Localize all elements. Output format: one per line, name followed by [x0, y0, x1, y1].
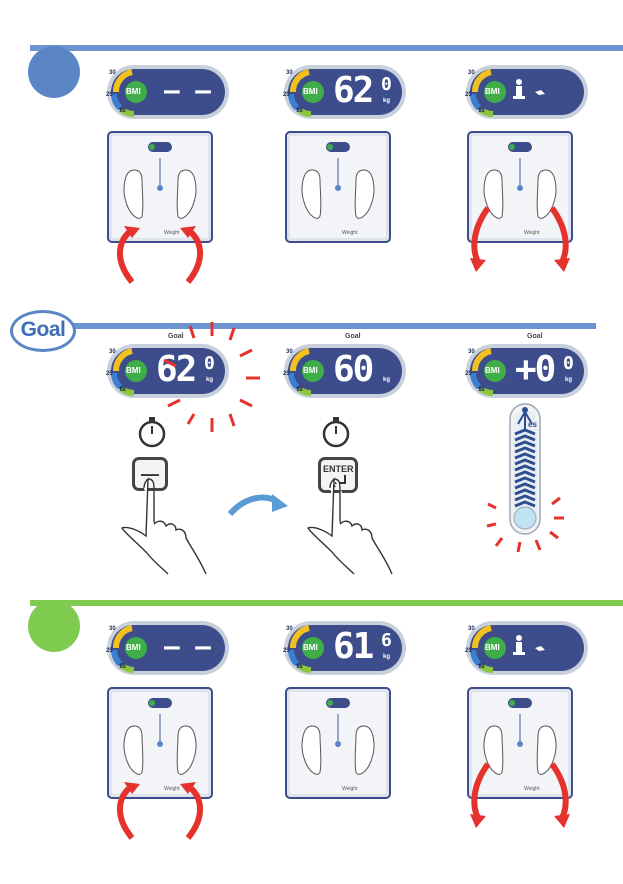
section-bar-bottom — [30, 600, 623, 606]
bmi-scale-label: 25 — [106, 92, 113, 98]
bathroom-scale-illustration: Weight — [464, 130, 576, 290]
weight-readout: +0 — [515, 349, 554, 390]
bmi-scale-label: 25 — [465, 648, 472, 654]
bmi-label: BMI — [126, 643, 141, 652]
kg-unit: kg — [383, 654, 390, 660]
stopwatch-icon — [320, 415, 352, 449]
section-bar-top — [30, 45, 623, 51]
scale-display: BMI 30 25 18 62 0 kg — [283, 64, 407, 120]
yes-label: es — [528, 420, 537, 429]
svg-text:Weight: Weight — [164, 230, 180, 236]
bmi-scale-label: 30 — [286, 626, 293, 632]
weight-readout: 61 — [333, 626, 372, 667]
bathroom-scale-illustration: Weight — [104, 130, 216, 290]
scale-display: BMI 30 25 18 61 6 kg — [283, 620, 407, 676]
bmi-scale-label: 25 — [465, 371, 472, 377]
bmi-label: BMI — [126, 366, 141, 375]
bmi-scale-label: 25 — [465, 92, 472, 98]
kg-unit: kg — [383, 98, 390, 104]
svg-text:Weight: Weight — [342, 786, 358, 792]
step-circle-blue — [28, 46, 80, 98]
bmi-scale-label: 18 — [119, 108, 126, 114]
bathroom-scale-illustration: Weight — [464, 686, 576, 846]
weight-readout: – – — [164, 632, 211, 662]
kg-unit: kg — [383, 377, 390, 383]
bmi-scale-label: 25 — [283, 648, 290, 654]
bmi-scale-label: 30 — [109, 70, 116, 76]
scale-display: BMI 30 25 18 — [465, 620, 589, 676]
weight-readout: 60 — [333, 349, 372, 390]
scale-display: BMI 30 25 18 — [465, 64, 589, 120]
next-step-arrow-icon — [228, 490, 290, 520]
bmi-scale-label: 25 — [283, 92, 290, 98]
weight-readout: 62 — [333, 70, 372, 111]
weight-readout: – – — [164, 76, 211, 106]
weight-decimal: 0 — [381, 74, 392, 95]
weight-decimal: 0 — [563, 353, 574, 374]
bmi-scale-label: 30 — [109, 349, 116, 355]
bmi-scale-label: 30 — [468, 70, 475, 76]
bmi-scale-label: 25 — [106, 648, 113, 654]
bmi-scale-label: 18 — [119, 664, 126, 670]
bmi-scale-label: 30 — [468, 626, 475, 632]
bmi-scale-label: 18 — [478, 108, 485, 114]
bmi-scale-label: 18 — [119, 387, 126, 393]
person-bird-icon — [511, 634, 551, 664]
step-circle-green — [28, 600, 80, 652]
scale-display: BMI 30 25 18 – – — [106, 64, 230, 120]
bathroom-scale-illustration: Weight — [104, 686, 216, 846]
goal-badge: Goal — [10, 310, 76, 352]
bmi-label: BMI — [485, 366, 500, 375]
bmi-label: BMI — [303, 87, 318, 96]
pointing-hand-icon — [302, 476, 397, 576]
bmi-scale-label: 18 — [478, 664, 485, 670]
pointing-hand-icon — [118, 476, 213, 576]
bmi-label: BMI — [485, 643, 500, 652]
bmi-label: BMI — [303, 643, 318, 652]
scale-display: BMI 30 25 18 – – — [106, 620, 230, 676]
bmi-scale-label: 25 — [283, 371, 290, 377]
bmi-scale-label: 30 — [286, 70, 293, 76]
bmi-scale-label: 30 — [286, 349, 293, 355]
bmi-scale-label: 25 — [106, 371, 113, 377]
enter-button-label: ENTER — [323, 464, 354, 474]
bmi-scale-label: 18 — [296, 664, 303, 670]
goal-progress-gauge — [484, 400, 568, 560]
bmi-label: BMI — [303, 366, 318, 375]
flash-rays-icon — [140, 320, 280, 440]
person-bird-icon — [511, 78, 551, 108]
svg-text:Weight: Weight — [524, 230, 540, 236]
bmi-scale-label: 30 — [468, 349, 475, 355]
svg-text:Weight: Weight — [524, 786, 540, 792]
svg-text:Weight: Weight — [342, 230, 358, 236]
bmi-scale-label: 30 — [109, 626, 116, 632]
bmi-scale-label: 18 — [296, 108, 303, 114]
bmi-scale-label: 18 — [478, 387, 485, 393]
bmi-scale-label: 18 — [296, 387, 303, 393]
weight-decimal: 6 — [381, 630, 392, 651]
svg-text:Weight: Weight — [164, 786, 180, 792]
goal-indicator-label: Goal — [345, 333, 361, 340]
bmi-label: BMI — [126, 87, 141, 96]
bathroom-scale-illustration: Weight — [282, 686, 394, 846]
goal-indicator-label: Goal — [527, 333, 543, 340]
bathroom-scale-illustration: Weight — [282, 130, 394, 290]
bmi-label: BMI — [485, 87, 500, 96]
kg-unit: kg — [565, 377, 572, 383]
